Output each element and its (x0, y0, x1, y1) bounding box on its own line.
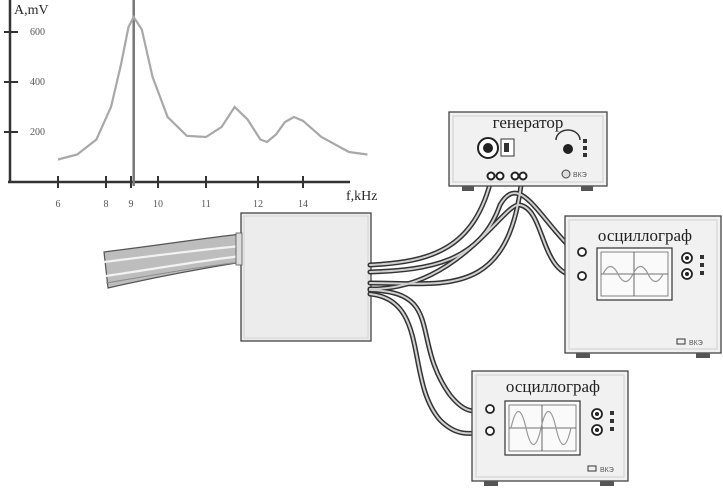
oscilloscope-top-brand: ВКЭ (689, 340, 703, 347)
x-tick-label-14: 14 (298, 199, 308, 210)
oscilloscope-bottom-brand: ВКЭ (600, 467, 614, 474)
generator-output-socket-1 (486, 171, 496, 181)
x-tick-label-6: 6 (56, 199, 61, 210)
oscilloscope-top-power-icon (676, 338, 686, 345)
oscilloscope-top-controls (681, 252, 704, 280)
oscilloscope-bottom-title: осциллограф (506, 377, 600, 396)
y-tick-marks (4, 31, 18, 133)
x-tick-label-9: 9 (129, 199, 134, 210)
x-tick-label-8: 8 (104, 199, 109, 210)
generator-power-knob (477, 137, 499, 159)
generator-brand: ВКЭ (573, 172, 587, 179)
x-tick-label-10: 10 (153, 199, 163, 210)
generator-indicator-lights (583, 139, 587, 157)
generator-output-socket-4 (518, 171, 528, 181)
generator-output-socket-3 (510, 171, 520, 181)
x-axis-label: f,kHz (346, 189, 378, 204)
oscilloscope-top-input-1 (577, 247, 587, 257)
wires (367, 173, 578, 436)
generator-frequency-knob (555, 129, 581, 154)
y-tick-label-400: 400 (30, 77, 45, 88)
oscilloscope-bottom-input-2 (485, 426, 495, 436)
oscilloscope-bottom-controls (591, 408, 614, 436)
oscilloscope-top-title: осциллограф (598, 226, 692, 245)
oscilloscope-bottom-screen (504, 400, 581, 456)
junction-box (235, 212, 372, 342)
generator-title: генератор (493, 113, 564, 132)
oscilloscope-top-input-2 (577, 271, 587, 281)
generator-device: генератор ВКЭ (448, 111, 608, 191)
generator-output-socket-2 (495, 171, 505, 181)
x-tick-marks (57, 176, 304, 188)
oscilloscope-bottom: осциллограф ВКЭ (471, 370, 629, 486)
x-tick-label-11: 11 (201, 199, 211, 210)
amplitude-curve (57, 14, 368, 161)
y-tick-label-600: 600 (30, 27, 45, 38)
oscilloscope-bottom-power-icon (587, 465, 597, 472)
x-tick-label-12: 12 (253, 199, 263, 210)
y-tick-label-200: 200 (30, 127, 45, 138)
oscilloscope-top-screen (596, 247, 673, 301)
oscilloscope-bottom-input-1 (485, 404, 495, 414)
oscilloscope-top: осциллограф ВКЭ (564, 215, 722, 358)
sample-cable (103, 233, 243, 289)
generator-logo-mark (561, 169, 571, 179)
y-axis-label: A,mV (14, 3, 49, 18)
response-chart: A,mV f,kHz 600 400 200 6 8 9 10 11 12 14 (4, 0, 378, 210)
